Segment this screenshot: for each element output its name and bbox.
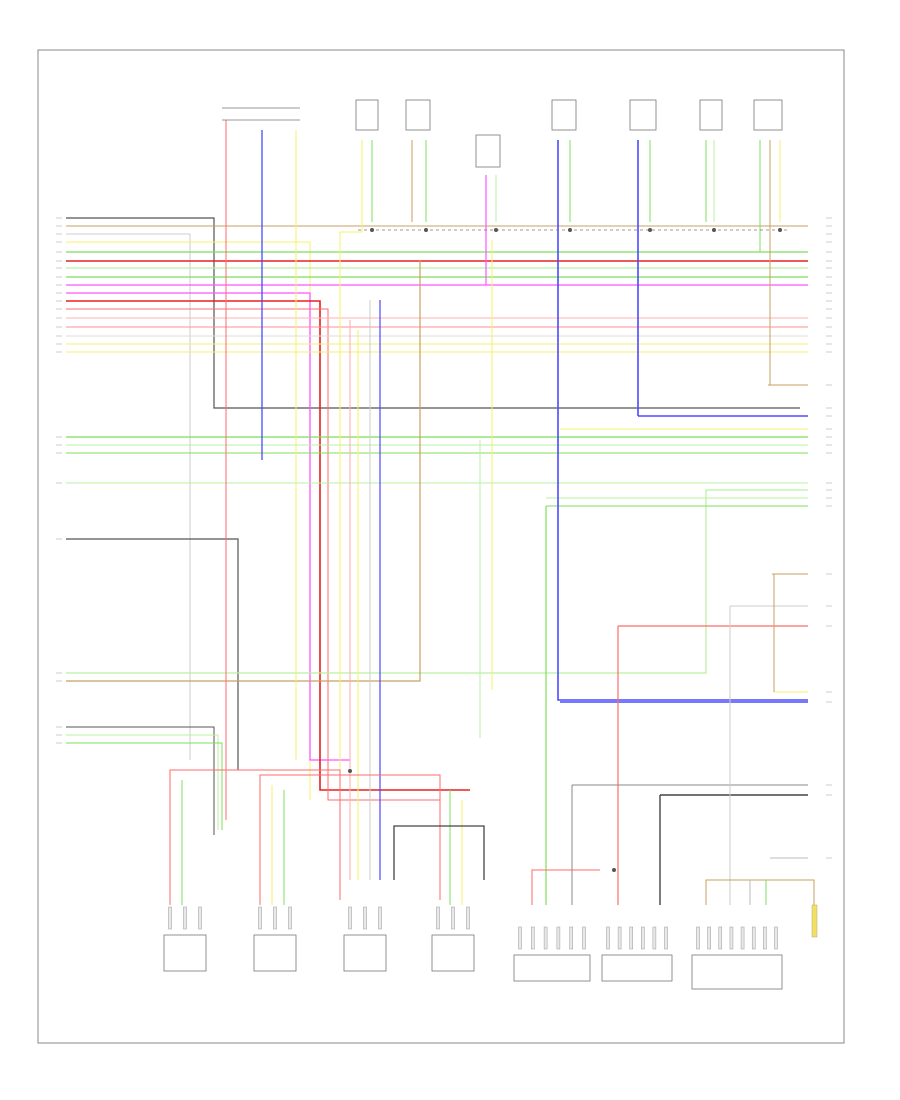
bottom-components (163, 904, 818, 990)
top-connector-5 (629, 99, 657, 131)
wires (66, 120, 815, 905)
bottom-component-7 (691, 954, 783, 990)
top-connector-2 (405, 99, 431, 131)
ground-terminal (811, 904, 818, 938)
diagram-border (37, 49, 845, 1044)
top-connector-6 (699, 99, 723, 131)
top-connector-3 (475, 134, 501, 168)
wire-stubs (56, 217, 832, 859)
splice-points (348, 228, 782, 872)
bottom-component-6 (601, 954, 673, 982)
bottom-component-2 (253, 934, 297, 972)
top-connector-1 (355, 99, 379, 131)
bottom-component-4 (431, 934, 475, 972)
bottom-component-5 (513, 954, 591, 982)
bottom-component-3 (343, 934, 387, 972)
bottom-component-1 (163, 934, 207, 972)
top-components (222, 99, 783, 168)
top-connector-4 (551, 99, 577, 131)
top-connector-7 (753, 99, 783, 131)
